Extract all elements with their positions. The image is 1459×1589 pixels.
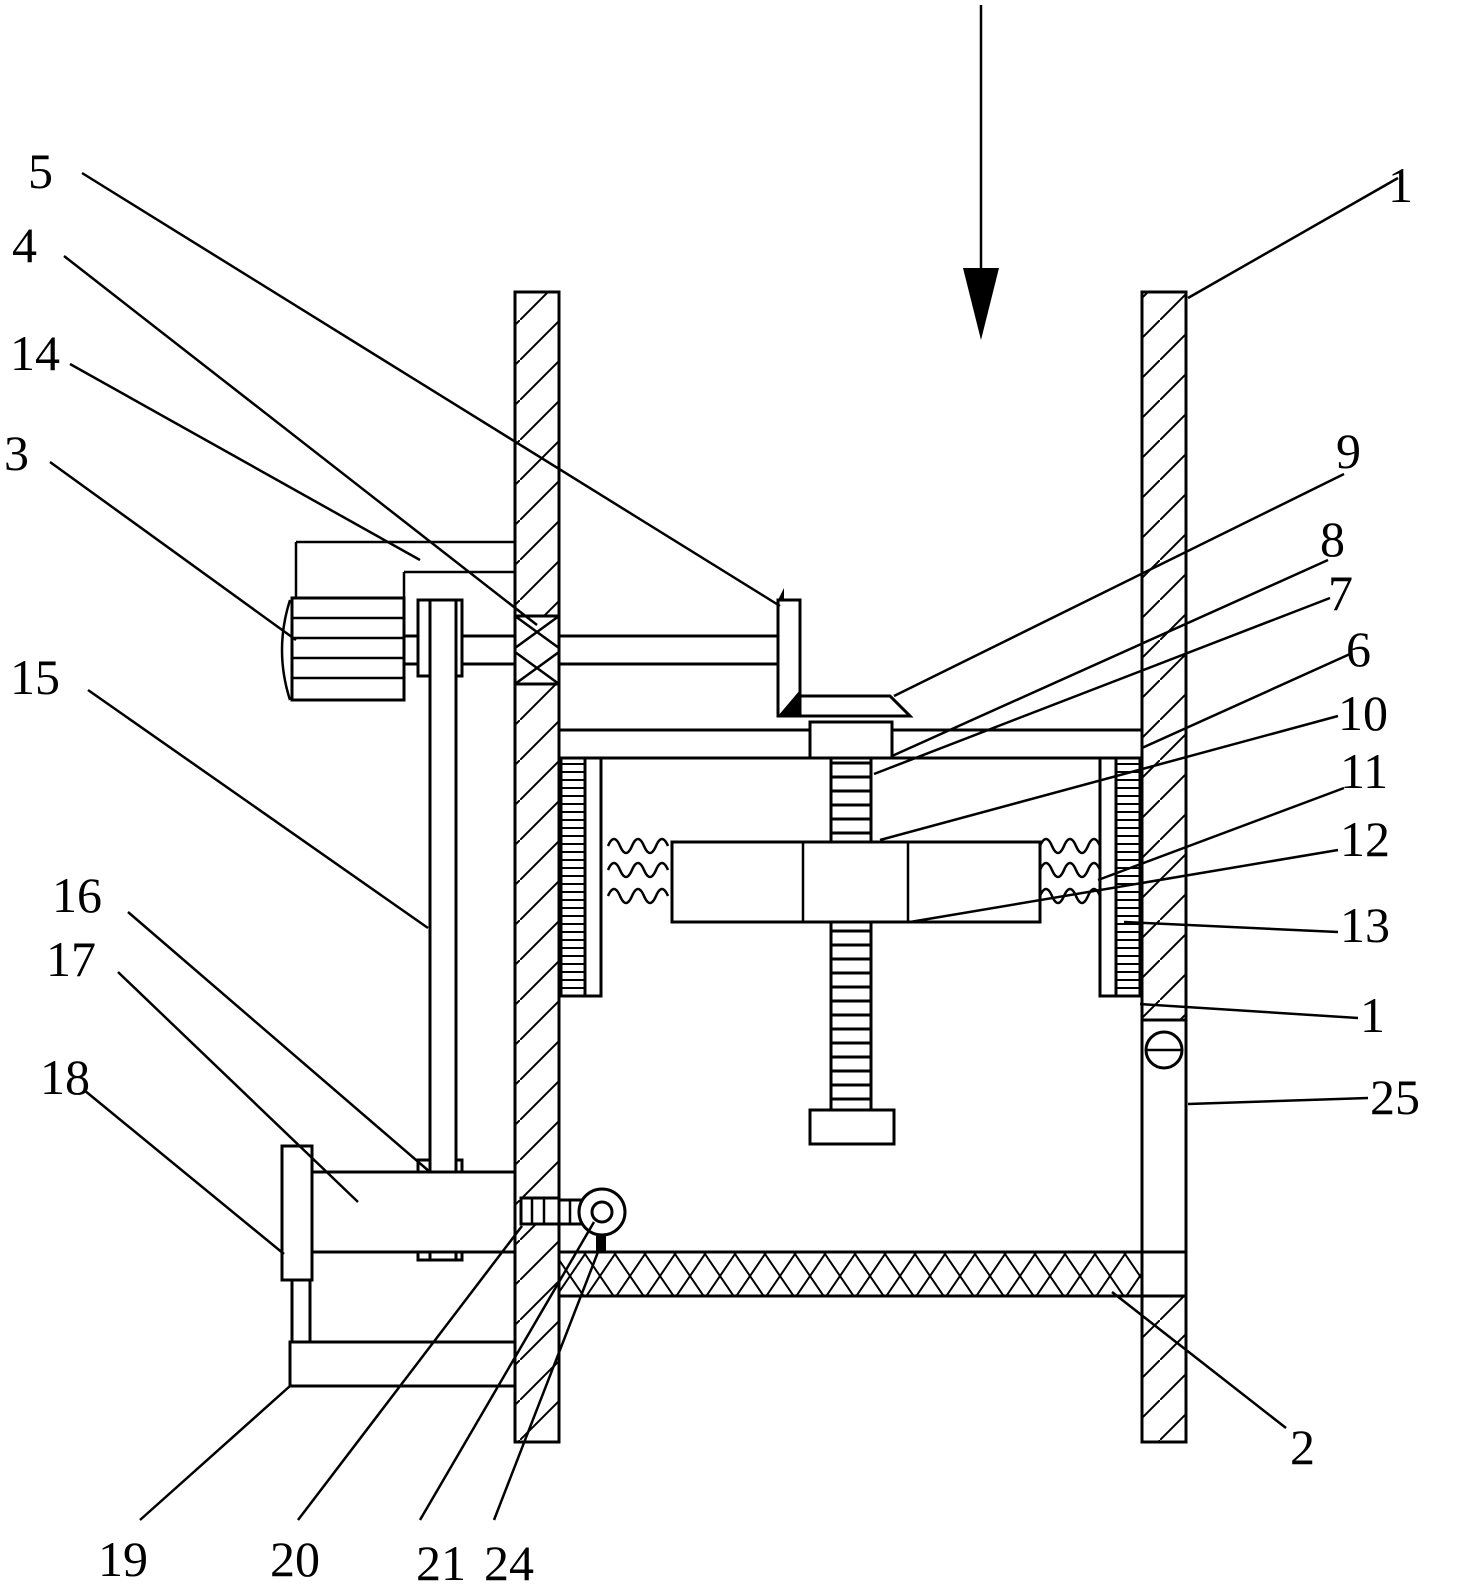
label-2: 2 [1290,1419,1315,1475]
feed-arrow [963,5,999,340]
left-rack [559,756,603,998]
label-13: 13 [1340,897,1390,953]
label-21: 21 [416,1535,466,1589]
left-spring [606,837,670,905]
bevel-gear-driven [798,694,914,718]
label-1-top: 1 [1388,157,1413,213]
label-16: 16 [52,867,102,923]
bevel-gear-drive [776,588,802,718]
label-12: 12 [1340,811,1390,867]
label-17: 17 [46,931,96,987]
label-1-bottom: 1 [1360,987,1385,1043]
part-labels: 5 4 14 3 15 16 17 18 1 9 8 7 6 10 11 12 … [4,143,1420,1589]
roller-assembly [519,1187,627,1252]
label-14: 14 [10,325,60,381]
label-11: 11 [1340,743,1388,799]
label-25: 25 [1370,1069,1420,1125]
label-10: 10 [1338,685,1388,741]
right-spring [1038,837,1102,905]
motor [280,540,515,702]
label-3: 3 [4,425,29,481]
label-20: 20 [270,1531,320,1587]
bracket [288,1278,517,1388]
upper-shaft [402,614,780,686]
press-block [670,840,1042,924]
label-18: 18 [40,1049,90,1105]
lower-motor [280,1144,517,1282]
discharge-opening [1140,1018,1188,1254]
leader-lines [49,171,1399,1521]
belt-pulley [416,598,464,1262]
label-9: 9 [1336,423,1361,479]
label-5: 5 [28,143,53,199]
label-6: 6 [1346,621,1371,677]
label-7: 7 [1328,565,1353,621]
left-wall [513,290,561,1444]
label-24: 24 [484,1535,534,1589]
label-8: 8 [1320,511,1345,567]
label-4: 4 [12,217,37,273]
label-15: 15 [10,649,60,705]
label-19: 19 [98,1531,148,1587]
lead-screw [808,756,896,1146]
screw-nut [808,720,894,760]
screen-mesh [557,1250,1188,1298]
